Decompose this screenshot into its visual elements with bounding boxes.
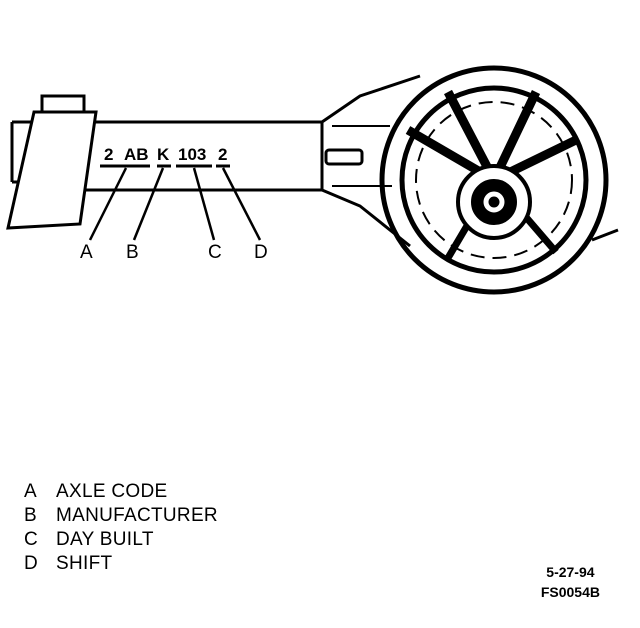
ring-gear bbox=[379, 65, 619, 295]
stamp-segment-c: K bbox=[157, 145, 170, 164]
stamp-segment-e: 2 bbox=[218, 145, 227, 164]
legend-key: D bbox=[24, 553, 39, 574]
legend-label: SHIFT bbox=[56, 553, 113, 574]
figure-date: 5-27-94 bbox=[546, 564, 595, 580]
legend-label: AXLE CODE bbox=[56, 481, 168, 502]
stamp-segment-d: 103 bbox=[178, 145, 206, 164]
callout-b: B bbox=[126, 242, 139, 263]
callout-c: C bbox=[208, 242, 222, 263]
stamp-segment-b: AB bbox=[124, 145, 149, 164]
legend-key: C bbox=[24, 529, 39, 550]
stamp-segment-a: 2 bbox=[104, 145, 113, 164]
figure-id: FS0054B bbox=[540, 584, 600, 600]
legend-key: B bbox=[24, 505, 37, 526]
callout-a: A bbox=[80, 242, 93, 263]
axle-vent-tag bbox=[6, 94, 98, 230]
legend-item-axle-code: A AXLE CODE bbox=[24, 480, 218, 504]
legend-label: DAY BUILT bbox=[56, 529, 154, 550]
callout-d: D bbox=[254, 242, 268, 263]
callout-leaders bbox=[88, 167, 262, 241]
legend: A AXLE CODE B MANUFACTURER C DAY BUILT D… bbox=[24, 480, 218, 576]
legend-item-manufacturer: B MANUFACTURER bbox=[24, 504, 218, 528]
legend-item-shift: D SHIFT bbox=[24, 552, 218, 576]
legend-label: MANUFACTURER bbox=[56, 505, 218, 526]
legend-key: A bbox=[24, 481, 37, 502]
figure-footer: 5-27-94 FS0054B bbox=[541, 562, 600, 602]
legend-item-day-built: C DAY BUILT bbox=[24, 528, 218, 552]
